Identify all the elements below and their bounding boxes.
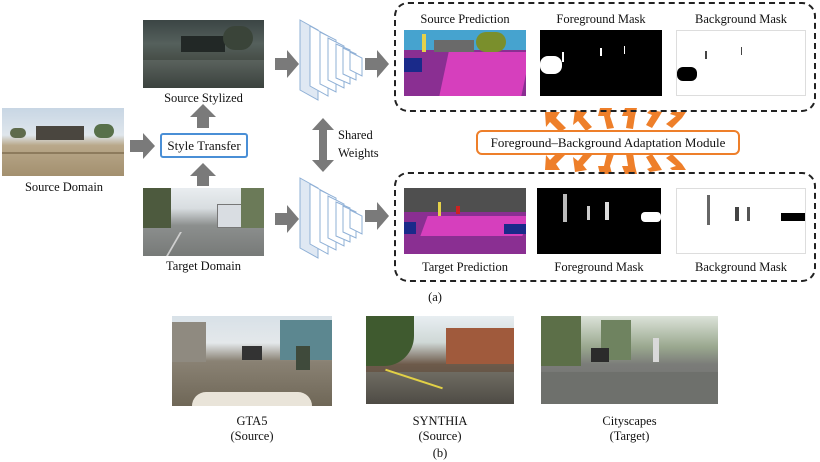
source-domain-label: Source Domain (24, 180, 104, 194)
target-domain-image (143, 188, 264, 256)
arrow-target-to-style (190, 163, 216, 186)
synthia-image (366, 316, 514, 404)
bottom-background-mask-image (676, 188, 806, 254)
target-prediction-image (404, 188, 526, 254)
module-arrows (545, 108, 686, 174)
source-output-panel (394, 2, 816, 112)
style-transfer-box: Style Transfer (160, 133, 248, 158)
top-background-mask-label: Background Mask (695, 12, 787, 26)
target-domain-label: Target Domain (166, 259, 241, 273)
arrow-stylized-to-net (275, 50, 299, 78)
arrow-net-to-source-pred (365, 50, 389, 78)
shared-weights-line2: Weights (338, 146, 379, 160)
top-foreground-mask-label: Foreground Mask (556, 12, 646, 26)
shared-weights-line1: Shared (338, 128, 373, 142)
bottom-background-mask-label: Background Mask (695, 260, 787, 274)
network-top (299, 19, 363, 101)
target-output-panel (394, 172, 816, 282)
caption-b: (b) (432, 446, 448, 460)
cityscapes-image (541, 316, 718, 404)
network-bottom (299, 177, 363, 259)
target-prediction-label: Target Prediction (421, 260, 509, 274)
source-stylized-label: Source Stylized (164, 91, 243, 105)
caption-a: (a) (428, 290, 442, 304)
bottom-foreground-mask-image (537, 188, 661, 254)
arrow-target-to-net (275, 205, 299, 233)
shared-weights-arrow (312, 118, 334, 172)
gta5-image (172, 316, 332, 406)
bottom-foreground-mask-label: Foreground Mask (554, 260, 644, 274)
synthia-label-line1: SYNTHIA (412, 414, 468, 428)
arrow-source-to-style (130, 133, 155, 159)
top-background-mask-image (676, 30, 806, 96)
cityscapes-label-line2: (Target) (609, 429, 650, 443)
arrow-style-to-stylized (190, 104, 216, 128)
gta5-label-line2: (Source) (230, 429, 274, 443)
arrow-net-to-target-pred (365, 202, 389, 230)
source-prediction-label: Source Prediction (420, 12, 510, 26)
source-stylized-image (143, 20, 264, 88)
gta5-label-line1: GTA5 (236, 414, 268, 428)
top-foreground-mask-image (540, 30, 662, 96)
source-domain-image (2, 108, 124, 176)
source-prediction-image (404, 30, 526, 96)
foreground-background-adaptation-module: Foreground–Background Adaptation Module (476, 130, 740, 155)
cityscapes-label-line1: Cityscapes (602, 414, 657, 428)
flow-arrows (130, 50, 389, 233)
synthia-label-line2: (Source) (418, 429, 462, 443)
